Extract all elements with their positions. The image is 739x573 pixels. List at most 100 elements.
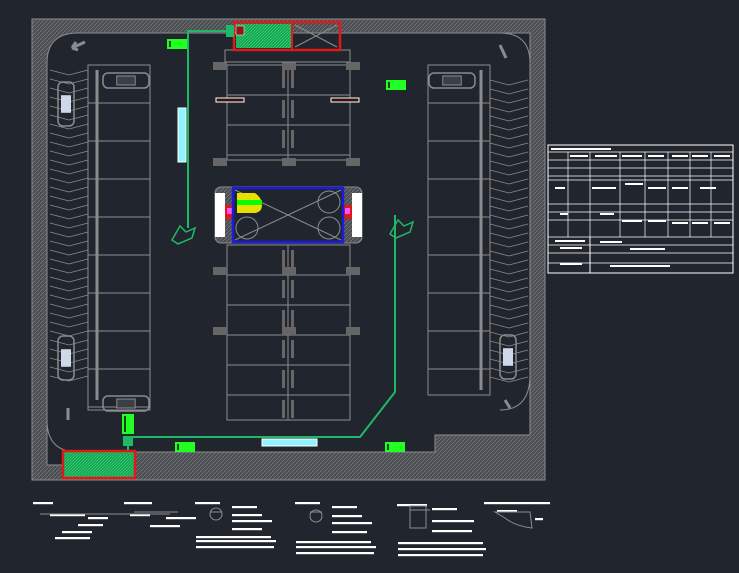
detail-text — [62, 531, 92, 534]
angled-stall-line — [49, 240, 89, 247]
angled-stall-line — [489, 160, 529, 167]
detail-text — [332, 515, 362, 518]
parking-stalls — [87, 49, 491, 421]
angled-stall-line — [489, 97, 529, 104]
detail-circle — [309, 509, 323, 523]
detail-shape — [493, 511, 533, 529]
detail-text — [432, 508, 457, 511]
table-text — [560, 247, 582, 249]
detail-text — [130, 514, 150, 517]
angled-stall-line — [489, 313, 529, 320]
detail-legends — [33, 502, 550, 557]
angled-stall-line — [489, 376, 529, 383]
angled-stall-line — [49, 204, 89, 211]
detail-text — [50, 514, 85, 517]
angled-stall-line — [489, 214, 529, 221]
column-pillar — [213, 327, 227, 335]
angled-stall-line — [489, 205, 529, 212]
stall-column — [87, 64, 151, 411]
angled-stall-line — [489, 331, 529, 338]
angled-stall-line — [489, 133, 529, 140]
detail-text — [195, 502, 220, 505]
angled-stall-line — [489, 250, 529, 257]
table-text — [622, 220, 642, 222]
car-window — [442, 75, 462, 86]
car-icon — [428, 72, 476, 89]
equipment-marker-tick — [177, 444, 179, 450]
table-text — [672, 155, 688, 157]
stall-marker — [282, 400, 285, 418]
car-icon — [57, 335, 75, 381]
angled-stall-line — [49, 78, 89, 85]
top-equipment-room — [232, 20, 342, 52]
angled-stall-line — [489, 178, 529, 185]
angled-stall-line — [49, 186, 89, 193]
stall-marker — [291, 70, 294, 88]
detail-text — [296, 552, 374, 555]
stall-marker — [282, 70, 285, 88]
detail-text — [296, 541, 371, 544]
stall-marker — [282, 310, 285, 328]
angled-stall-line — [489, 340, 529, 347]
angled-stall-line — [49, 339, 89, 346]
table-text — [595, 155, 617, 157]
table-text — [592, 187, 616, 189]
stall-marker — [282, 340, 285, 358]
equipment-node — [226, 25, 234, 37]
column-pillar — [282, 62, 296, 70]
table-text — [600, 241, 622, 243]
angled-stall-line — [489, 286, 529, 293]
column-pillar — [346, 158, 360, 166]
hand-icon — [171, 218, 415, 245]
column-pillar — [282, 327, 296, 335]
angled-stall-line — [49, 231, 89, 238]
stall-marker — [291, 100, 294, 118]
detail-text — [232, 520, 272, 523]
detail-text — [332, 506, 357, 509]
detail-text — [332, 522, 372, 525]
angled-stall-line — [489, 304, 529, 311]
angled-stall-line — [49, 303, 89, 310]
stall-marker — [282, 130, 285, 148]
detail-text — [432, 520, 474, 523]
angled-stall-line — [49, 141, 89, 148]
equipment-marker — [175, 442, 195, 452]
angled-stall-line — [49, 177, 89, 184]
angled-stall-line — [49, 123, 89, 130]
table-frame — [547, 144, 734, 274]
angled-stall-line — [489, 187, 529, 194]
angled-stall-line — [49, 195, 89, 202]
detail-text — [535, 518, 543, 521]
angled-stall-line — [49, 258, 89, 265]
angled-stall-line — [49, 249, 89, 256]
detail-text — [150, 525, 180, 528]
detail-text — [196, 546, 274, 549]
car-icon — [102, 395, 150, 412]
car-window — [61, 95, 71, 113]
stall-marker — [291, 250, 294, 268]
table-text — [672, 187, 688, 189]
stall-marker — [291, 400, 294, 418]
detail-text — [398, 542, 483, 545]
angled-stall-line — [49, 114, 89, 121]
detail-text — [484, 502, 550, 505]
angled-stall-line — [49, 267, 89, 274]
detail-text — [295, 502, 320, 505]
equipment-marker-tick — [124, 416, 126, 432]
column-pillar — [282, 158, 296, 166]
detail-text — [296, 546, 376, 549]
equipment-marker — [167, 39, 187, 49]
elevator-core — [214, 186, 363, 244]
angled-stall-line — [489, 322, 529, 329]
cyan-panel-horizontal — [261, 438, 318, 447]
detail-text — [196, 536, 271, 539]
angled-stall-line — [49, 69, 89, 76]
angled-stall-line — [489, 232, 529, 239]
angled-stall-line — [489, 223, 529, 230]
angled-stall-line — [489, 277, 529, 284]
column-pillar — [213, 158, 227, 166]
angled-stall-line — [489, 106, 529, 113]
angled-stall-line — [489, 115, 529, 122]
bottom-equipment-room — [61, 449, 137, 480]
